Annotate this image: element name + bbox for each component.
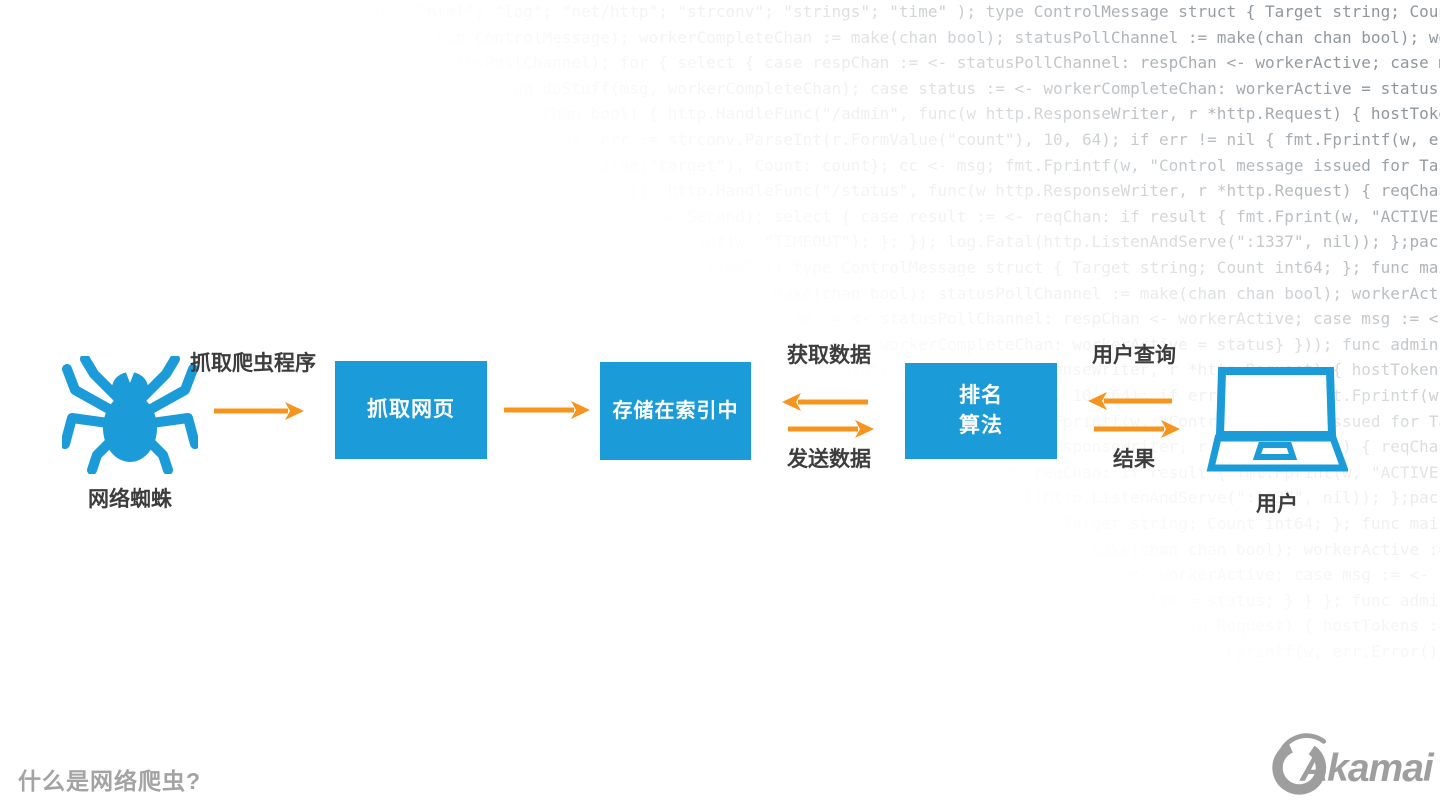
arrow1-label: 抓取爬虫程序 bbox=[190, 352, 316, 375]
arrow-spider-to-crawl-icon bbox=[212, 401, 304, 421]
arrow-send-data-icon bbox=[786, 419, 874, 439]
box-store-index: 存储在索引中 bbox=[600, 362, 751, 460]
left-pair-bottom-label: 发送数据 bbox=[787, 448, 871, 471]
box-store-index-label: 存储在索引中 bbox=[612, 399, 739, 422]
arrow-crawl-to-index-icon bbox=[502, 400, 590, 420]
right-pair-top-label: 用户查询 bbox=[1092, 344, 1176, 367]
akamai-logo: Akamai bbox=[1270, 731, 1440, 795]
box-ranking-line2: 算法 bbox=[959, 414, 1003, 437]
left-pair-top-label: 获取数据 bbox=[787, 344, 871, 367]
akamai-logo-text: Akamai bbox=[1300, 747, 1434, 790]
spider-label: 网络蜘蛛 bbox=[88, 488, 172, 511]
laptop-icon bbox=[1206, 364, 1350, 476]
page-title: 什么是网络爬虫? bbox=[18, 768, 202, 794]
arrow-results-icon bbox=[1092, 419, 1180, 439]
arrow-fetch-data-icon bbox=[782, 392, 870, 412]
user-label: 用户 bbox=[1256, 493, 1298, 516]
arrow-user-query-icon bbox=[1088, 391, 1174, 411]
spider-icon bbox=[60, 354, 200, 475]
box-crawl-pages-label: 抓取网页 bbox=[367, 397, 455, 421]
box-crawl-pages: 抓取网页 bbox=[335, 361, 487, 459]
box-ranking-algorithm: 排名 算法 bbox=[905, 363, 1057, 459]
right-pair-bottom-label: 结果 bbox=[1113, 448, 1155, 471]
box-ranking-line1: 排名 bbox=[959, 383, 1003, 407]
box-ranking-algorithm-label: 排名 算法 bbox=[959, 381, 1003, 442]
